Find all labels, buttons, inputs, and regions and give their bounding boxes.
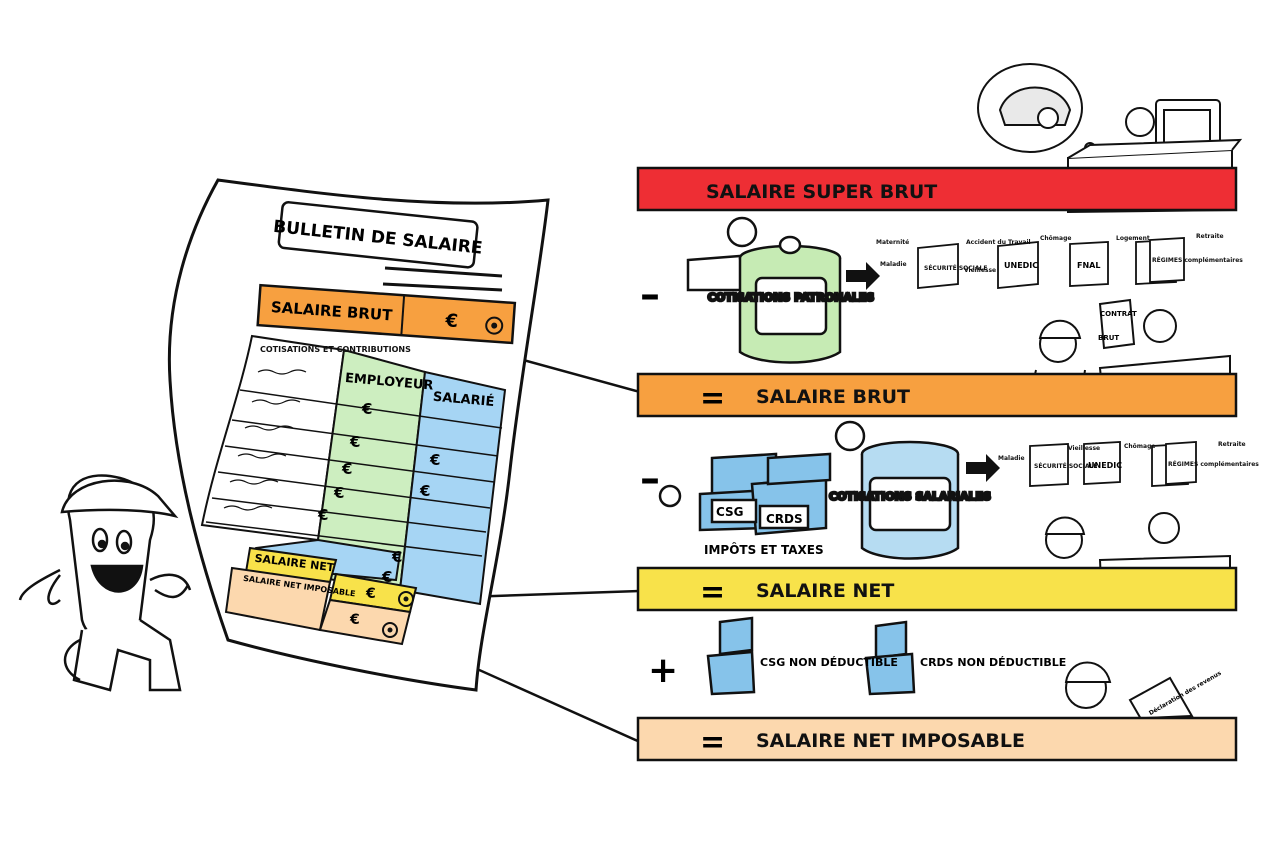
svg-text:Vieillesse: Vieillesse <box>1068 445 1100 452</box>
equals-sign-2: = <box>700 575 725 610</box>
svg-text:RÉGIMES complémentaires: RÉGIMES complémentaires <box>1168 460 1259 468</box>
payslip-brut-row <box>256 283 517 345</box>
super-brut-bar: SALAIRE SUPER BRUT <box>636 166 1238 212</box>
salarie-column <box>398 370 507 606</box>
svg-text:€: € <box>349 433 360 451</box>
csg-crds-chests <box>658 452 832 536</box>
svg-text:SÉCURITÉ SOCIALE: SÉCURITÉ SOCIALE <box>1034 462 1097 470</box>
svg-text:Vieillesse: Vieillesse <box>964 267 996 274</box>
svg-text:SÉCURITÉ SOCIALE: SÉCURITÉ SOCIALE <box>924 264 987 272</box>
net-bar: = SALAIRE NET <box>636 566 1238 612</box>
svg-text:Logement: Logement <box>1116 235 1150 242</box>
crds-label: CRDS <box>766 512 803 526</box>
equals-sign-3: = <box>700 725 725 760</box>
impots-label: IMPÔTS ET TAXES <box>704 542 824 557</box>
net-imposable-bar: = SALAIRE NET IMPOSABLE <box>636 716 1238 762</box>
svg-text:Maternité: Maternité <box>876 239 909 246</box>
organisms-row-2 <box>1029 441 1197 487</box>
svg-text:Accident du Travail: Accident du Travail <box>966 239 1031 246</box>
brut-tag: BRUT <box>1098 334 1119 342</box>
cotisations-salariales-jar: COTISATIONS SALARIALES <box>828 420 992 560</box>
plus-sign: + <box>648 650 678 691</box>
cotisations-patronales-label: COTISATIONS PATRONALES <box>708 291 875 304</box>
salarie-header: SALARIÉ <box>432 389 495 410</box>
cotisations-patronales-jar: COTISATIONS PATRONALES <box>686 216 876 364</box>
payslip-title-box <box>277 201 479 269</box>
svg-text:€: € <box>381 568 392 586</box>
svg-text:€: € <box>333 484 344 502</box>
svg-text:Maladie: Maladie <box>998 455 1025 462</box>
svg-text:€: € <box>429 451 440 469</box>
organisms-row-1-labels: SÉCURITÉ SOCIALE UNEDIC FNAL RÉGIMES com… <box>876 233 1243 274</box>
mascot-character <box>18 474 192 692</box>
arrow-right-icon <box>846 262 880 290</box>
brut-bar: = SALAIRE BRUT <box>636 372 1238 418</box>
contrat-tag: CONTRAT <box>1100 310 1137 318</box>
payslip-net-imposable-euro: € <box>349 612 360 628</box>
payslip-net-euro: € <box>365 586 376 602</box>
minus-sign-2: – <box>640 456 660 502</box>
csg-nd-label: CSG NON DÉDUCTIBLE <box>760 656 898 669</box>
minus-sign-1: – <box>640 272 660 318</box>
svg-text:Retraite: Retraite <box>1218 441 1246 448</box>
payslip-brut-euro: € <box>444 310 459 332</box>
cotisations-header: COTISATIONS ET CONTRIBUTIONS <box>260 345 411 354</box>
cotisations-salariales-label: COTISATIONS SALARIALES <box>829 490 991 503</box>
svg-text:Chômage: Chômage <box>1124 443 1155 450</box>
net-label: SALAIRE NET <box>756 580 894 602</box>
svg-text:UNEDIC: UNEDIC <box>1004 261 1038 270</box>
svg-text:€: € <box>419 482 430 500</box>
svg-text:RÉGIMES complémentaires: RÉGIMES complémentaires <box>1152 256 1243 264</box>
brut-label: SALAIRE BRUT <box>756 386 910 408</box>
svg-text:€: € <box>391 548 402 566</box>
net-imposable-label: SALAIRE NET IMPOSABLE <box>756 730 1025 752</box>
svg-text:€: € <box>341 460 352 478</box>
csg-non-deductible-chest <box>706 616 916 696</box>
payslip: BULLETIN DE SALAIRE SALAIRE BRUT € <box>167 178 550 692</box>
svg-text:Retraite: Retraite <box>1196 233 1224 240</box>
svg-text:€: € <box>317 506 328 524</box>
organisms-row-2-labels: SÉCURITÉ SOCIALE UNEDIC RÉGIMES compléme… <box>998 441 1259 470</box>
svg-text:Maladie: Maladie <box>880 261 907 268</box>
crds-nd-label: CRDS NON DÉDUCTIBLE <box>920 656 1066 669</box>
payslip-grid: COTISATIONS ET CONTRIBUTIONS EMPLOYEUR S… <box>200 334 507 646</box>
csg-label: CSG <box>716 505 744 519</box>
svg-text:FNAL: FNAL <box>1077 261 1100 270</box>
organisms-row-1 <box>917 237 1185 289</box>
arrow-right-icon-2 <box>966 454 1000 482</box>
payslip-euros: € € € € € € € € € <box>317 400 440 586</box>
svg-text:€: € <box>361 400 372 418</box>
svg-text:Chômage: Chômage <box>1040 235 1071 242</box>
svg-text:UNEDIC: UNEDIC <box>1088 461 1122 470</box>
super-brut-label: SALAIRE SUPER BRUT <box>706 181 937 203</box>
equals-sign-1: = <box>700 381 725 416</box>
